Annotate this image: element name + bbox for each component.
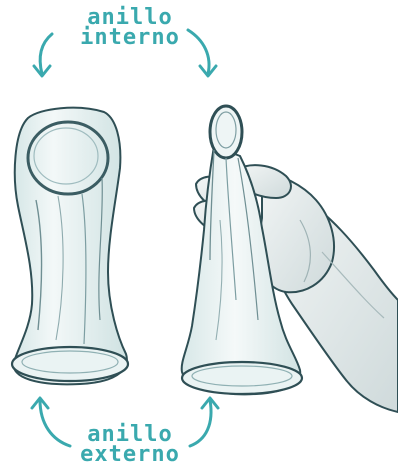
- inner-ring-label: anillo interno: [55, 8, 205, 48]
- right-inner-ring: [210, 106, 242, 158]
- outer-ring-label-line-2: externo: [55, 445, 205, 465]
- right-outer-ring: [182, 362, 302, 394]
- left-outer-ring: [12, 347, 128, 381]
- outer-ring-label: anillo externo: [55, 425, 205, 465]
- inner-ring-label-line-2: interno: [55, 28, 205, 48]
- curved-arrow-down-icon: [34, 34, 52, 76]
- left-condom: [12, 108, 128, 385]
